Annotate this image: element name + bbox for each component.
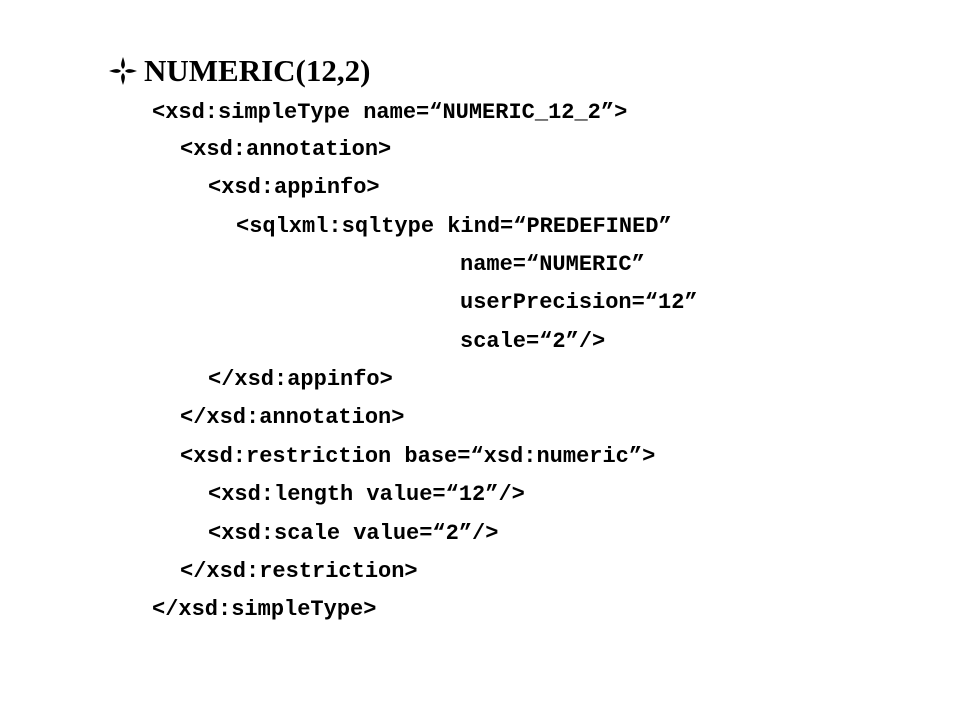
code-line: <xsd:appinfo>	[208, 175, 380, 200]
diamond-bullet-icon	[109, 57, 137, 85]
code-line: </xsd:appinfo>	[208, 367, 393, 392]
heading-title: NUMERIC(12,2)	[144, 53, 371, 88]
code-line: scale=“2”/>	[460, 329, 606, 354]
slide-heading: NUMERIC(12,2)	[106, 48, 370, 94]
code-line: <xsd:simpleType name=“NUMERIC_12_2”>	[152, 100, 628, 125]
code-line: </xsd:simpleType>	[152, 597, 377, 622]
code-line: <xsd:length value=“12”/>	[208, 482, 525, 507]
code-line: <xsd:scale value=“2”/>	[208, 521, 499, 546]
code-line: <sqlxml:sqltype kind=“PREDEFINED”	[236, 214, 672, 239]
code-line: name=“NUMERIC”	[460, 252, 645, 277]
code-line: </xsd:restriction>	[180, 559, 418, 584]
code-line: userPrecision=“12”	[460, 290, 698, 315]
code-line: </xsd:annotation>	[180, 405, 405, 430]
code-line: <xsd:restriction base=“xsd:numeric”>	[180, 444, 656, 469]
code-line: <xsd:annotation>	[180, 137, 392, 162]
